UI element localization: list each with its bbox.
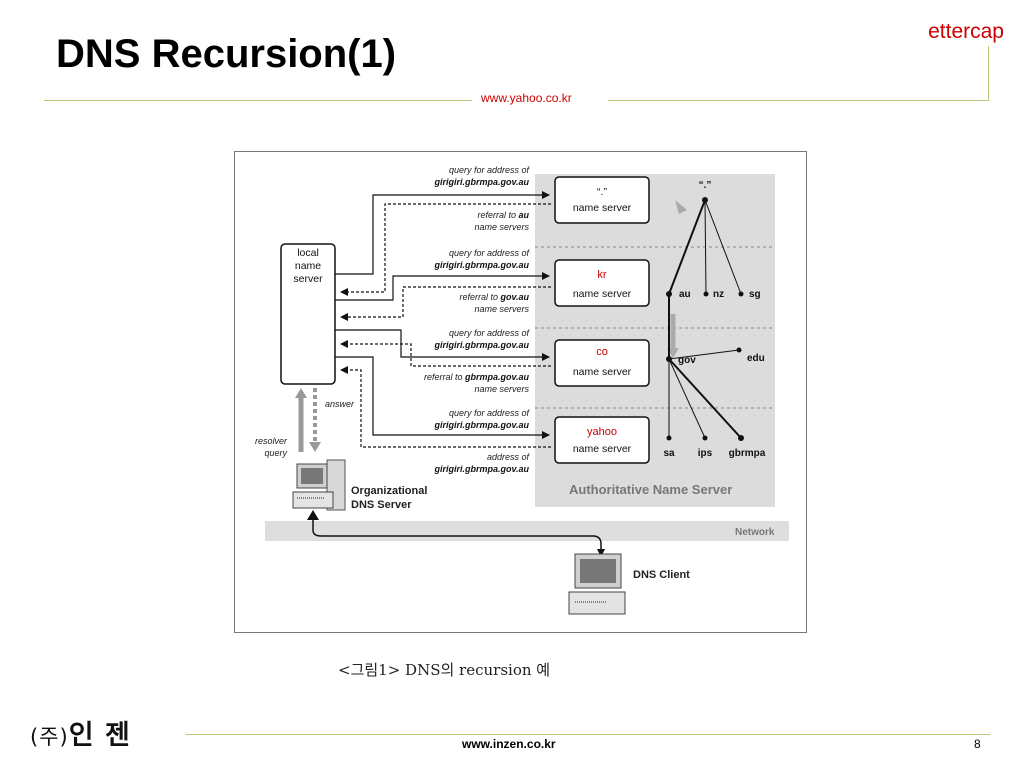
tree-node-nz: nz xyxy=(713,289,724,300)
yahoo-ns-label: name server xyxy=(573,443,632,455)
figure-caption: <그림1> DNS의 recursion 예 xyxy=(338,661,551,679)
kr-ns-label: name server xyxy=(573,288,632,300)
header-rule-vertical xyxy=(988,46,989,101)
query-arrow-yahoo xyxy=(335,356,550,439)
referral-arrow-au xyxy=(340,203,551,296)
dns-recursion-figure: Authoritative Name Server Network local … xyxy=(234,151,807,633)
client-computer-icon xyxy=(568,553,626,615)
slide-title: DNS Recursion(1) xyxy=(56,32,397,76)
query-arrow-root xyxy=(335,191,550,275)
company-logo: (주)인 젠 xyxy=(30,720,131,751)
brand-label: ettercap xyxy=(928,20,1004,43)
query-host-1: girigiri.gbrmpa.gov.au xyxy=(433,177,529,187)
page-number: 8 xyxy=(974,737,981,751)
tree-node-sg: sg xyxy=(749,289,761,300)
local-ns-line2: name xyxy=(295,260,321,272)
resolver-query-arrow xyxy=(295,388,307,398)
query-host-2: girigiri.gbrmpa.gov.au xyxy=(433,260,529,270)
footer-url: www.inzen.co.kr xyxy=(462,737,556,751)
referral-arrow-gov xyxy=(340,286,551,321)
header-url: www.yahoo.co.kr xyxy=(481,91,572,105)
address-arrow xyxy=(340,366,551,448)
network-band xyxy=(265,521,789,541)
tree-node-gbrmpa: gbrmpa xyxy=(729,448,766,459)
response-sub-3: name servers xyxy=(474,384,529,394)
query-label-4: query for address of xyxy=(449,408,531,418)
dns-tree xyxy=(666,197,744,441)
response-label-4: address of xyxy=(487,452,531,462)
answer-arrow xyxy=(309,442,321,452)
client-connection xyxy=(312,514,605,557)
authoritative-label: Authoritative Name Server xyxy=(569,482,732,497)
response-label-3: referral to gbrmpa.gov.au xyxy=(424,372,530,382)
answer-label: answer xyxy=(325,399,355,409)
local-ns-line3: server xyxy=(293,273,323,285)
query-label-3: query for address of xyxy=(449,328,531,338)
org-server-label-1: Organizational xyxy=(351,485,427,497)
query-label-1: query for address of xyxy=(449,165,531,175)
tree-node-gov: gov xyxy=(678,355,696,366)
org-server-computer-icon xyxy=(292,459,346,511)
tree-root: “.” xyxy=(699,180,712,191)
co-ns-label: name server xyxy=(573,366,632,378)
response-label-1: referral to au xyxy=(477,210,529,220)
yahoo-name-server xyxy=(554,416,650,464)
tree-node-sa: sa xyxy=(663,448,675,459)
response-label-2: referral to gov.au xyxy=(459,292,529,302)
query-arrow-kr xyxy=(335,272,550,301)
query-host-4: girigiri.gbrmpa.gov.au xyxy=(433,420,529,430)
response-sub-2: name servers xyxy=(474,304,529,314)
response-sub-1: name servers xyxy=(474,222,529,232)
query-host-3: girigiri.gbrmpa.gov.au xyxy=(433,340,529,350)
tree-node-au: au xyxy=(679,289,691,300)
root-ns-label: name server xyxy=(573,202,632,214)
kr-name-server xyxy=(554,259,650,307)
org-server-label-2: DNS Server xyxy=(351,499,412,511)
co-name-server xyxy=(554,339,650,387)
resolver-label-2: query xyxy=(264,448,287,458)
kr-ns-zone: kr xyxy=(597,269,607,281)
referral-arrow-gbrmpa xyxy=(340,340,551,367)
local-ns-line1: local xyxy=(297,247,319,259)
header-rule-right xyxy=(608,100,988,101)
response-sub-4: girigiri.gbrmpa.gov.au xyxy=(433,464,529,474)
query-label-2: query for address of xyxy=(449,248,531,258)
co-ns-zone: co xyxy=(596,346,608,358)
root-name-server xyxy=(554,176,650,224)
dns-client-label: DNS Client xyxy=(633,569,690,581)
footer-rule xyxy=(186,734,990,735)
tree-node-ips: ips xyxy=(698,448,713,459)
local-name-server xyxy=(280,243,336,385)
tree-node-edu: edu xyxy=(747,353,765,364)
network-label: Network xyxy=(735,527,775,538)
root-ns-zone: “.” xyxy=(597,186,607,198)
header-rule-left xyxy=(44,100,472,101)
dns-diagram: Authoritative Name Server Network local … xyxy=(255,165,789,615)
yahoo-ns-zone: yahoo xyxy=(587,426,617,438)
resolver-label-1: resolver xyxy=(255,436,288,446)
